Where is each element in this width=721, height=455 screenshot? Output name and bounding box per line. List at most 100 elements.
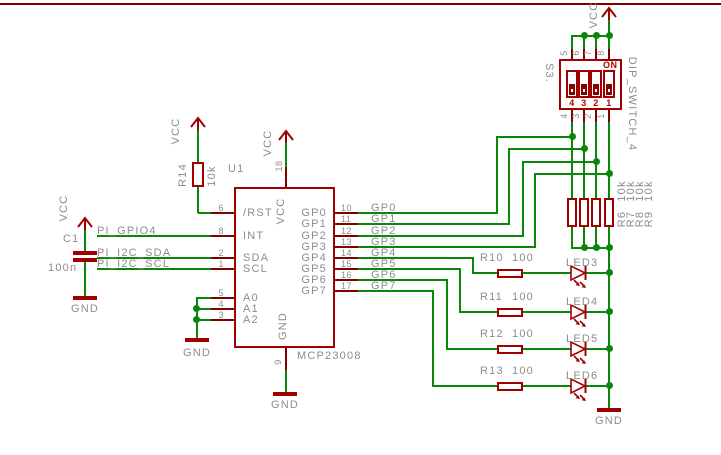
- dip-channel-label: 2: [593, 98, 599, 108]
- pin-number: 6: [218, 203, 224, 213]
- wire: [608, 122, 610, 198]
- vcc-symbol: [601, 6, 617, 20]
- dip-slider-3[interactable]: [590, 70, 602, 98]
- led-ref: LED3: [566, 257, 599, 269]
- pin-stub: [335, 235, 358, 237]
- pin-stub: [211, 297, 235, 299]
- wire: [432, 290, 434, 387]
- wire: [197, 187, 199, 213]
- wire: [595, 35, 597, 49]
- pin-number: 8: [218, 226, 224, 236]
- ic-pin-name: SDA: [243, 252, 270, 264]
- resistor-r11[interactable]: [497, 308, 523, 317]
- resistor-r8[interactable]: [591, 198, 601, 227]
- wire: [358, 257, 474, 259]
- dip-slider-1[interactable]: [566, 70, 578, 98]
- gnd-label: GND: [270, 399, 300, 411]
- capacitor-ref: C1: [63, 233, 80, 245]
- pin-number: 1: [218, 259, 224, 269]
- pin-stub: [211, 308, 235, 310]
- wire: [198, 212, 211, 214]
- wire: [459, 311, 497, 313]
- wire: [586, 385, 610, 387]
- wire: [583, 122, 585, 198]
- junction-dot: [193, 316, 200, 323]
- ic-pin-name: A2: [243, 314, 259, 326]
- pin-stub: [571, 110, 573, 122]
- resistor-r12[interactable]: [497, 345, 523, 354]
- pin-number: 12: [341, 226, 353, 236]
- net-label: PI_I2C_SCL: [97, 258, 171, 270]
- net-label: PI_GPIO4: [97, 225, 157, 237]
- vcc-label: VCC: [262, 129, 274, 157]
- ic-pin-name: GP1: [301, 218, 327, 230]
- gnd-symbol: [273, 392, 297, 396]
- led-symbol[interactable]: [563, 374, 613, 408]
- led-symbol[interactable]: [563, 261, 613, 295]
- dip-pin-number: 1: [596, 113, 606, 119]
- junction-dot: [193, 305, 200, 312]
- resistor-r13[interactable]: [497, 382, 523, 391]
- wire: [608, 227, 610, 249]
- dip-channel-label: 4: [569, 98, 575, 108]
- pin-stub: [608, 110, 610, 122]
- resistor-r7[interactable]: [579, 198, 589, 227]
- ic-ref: U1: [228, 163, 245, 175]
- wire: [496, 136, 498, 214]
- pin-stub: [595, 49, 597, 59]
- pin-number: 14: [341, 248, 353, 258]
- dip-slider-2[interactable]: [578, 70, 590, 98]
- pin-number: 13: [341, 237, 353, 247]
- junction-dot: [581, 32, 588, 39]
- junction-dot: [606, 269, 613, 276]
- pin-stub: [335, 257, 358, 259]
- junction-dot: [581, 244, 588, 251]
- resistor-r14[interactable]: [192, 162, 204, 187]
- resistor-r9[interactable]: [604, 198, 614, 227]
- capacitor-plate[interactable]: [73, 251, 97, 255]
- dip-pin-number: 3: [571, 113, 581, 119]
- dip-pin-number: 8: [596, 50, 606, 56]
- ic-pin-name: GP5: [301, 263, 327, 275]
- dip-ref: S3.: [543, 62, 555, 84]
- wire: [197, 297, 211, 299]
- dip-pin-number: 4: [559, 113, 569, 119]
- pin-stub: [335, 279, 358, 281]
- ic-pin-name: /RST: [243, 207, 273, 219]
- led-symbol[interactable]: [563, 300, 613, 334]
- wire: [583, 35, 585, 49]
- capacitor-plate[interactable]: [73, 258, 97, 262]
- dip-channel-label: 3: [581, 98, 587, 108]
- wire: [446, 348, 497, 350]
- dip-pin-number: 2: [583, 113, 593, 119]
- wire: [446, 279, 448, 350]
- resistor-value: 10k: [206, 165, 218, 187]
- wire: [523, 311, 571, 313]
- wire: [586, 348, 610, 350]
- gnd-symbol: [73, 296, 97, 300]
- pin-number: 3: [218, 310, 224, 320]
- pin-number: 5: [218, 288, 224, 298]
- led-symbol[interactable]: [563, 337, 613, 371]
- resistor-r10[interactable]: [497, 269, 523, 278]
- resistor-ref: R10: [480, 252, 504, 264]
- wire: [358, 212, 498, 214]
- net-label: PI_I2C_SDA: [97, 247, 172, 259]
- dip-value: DIP_SWITCH_4: [626, 56, 638, 152]
- wire: [522, 161, 597, 163]
- wire: [472, 272, 497, 274]
- resistor-ref: R9: [643, 210, 655, 228]
- dip-slider-4[interactable]: [603, 70, 615, 98]
- pin-stub: [335, 290, 358, 292]
- pin-stub: [608, 49, 610, 59]
- ic-body[interactable]: [234, 187, 335, 348]
- frame-top-border: [0, 3, 721, 5]
- resistor-r6[interactable]: [567, 198, 577, 227]
- junction-dot: [569, 133, 576, 140]
- gnd-symbol: [597, 408, 621, 412]
- pin-number: 11: [341, 214, 352, 224]
- pin-stub: [211, 257, 235, 259]
- wire: [595, 227, 597, 249]
- wire: [459, 268, 461, 313]
